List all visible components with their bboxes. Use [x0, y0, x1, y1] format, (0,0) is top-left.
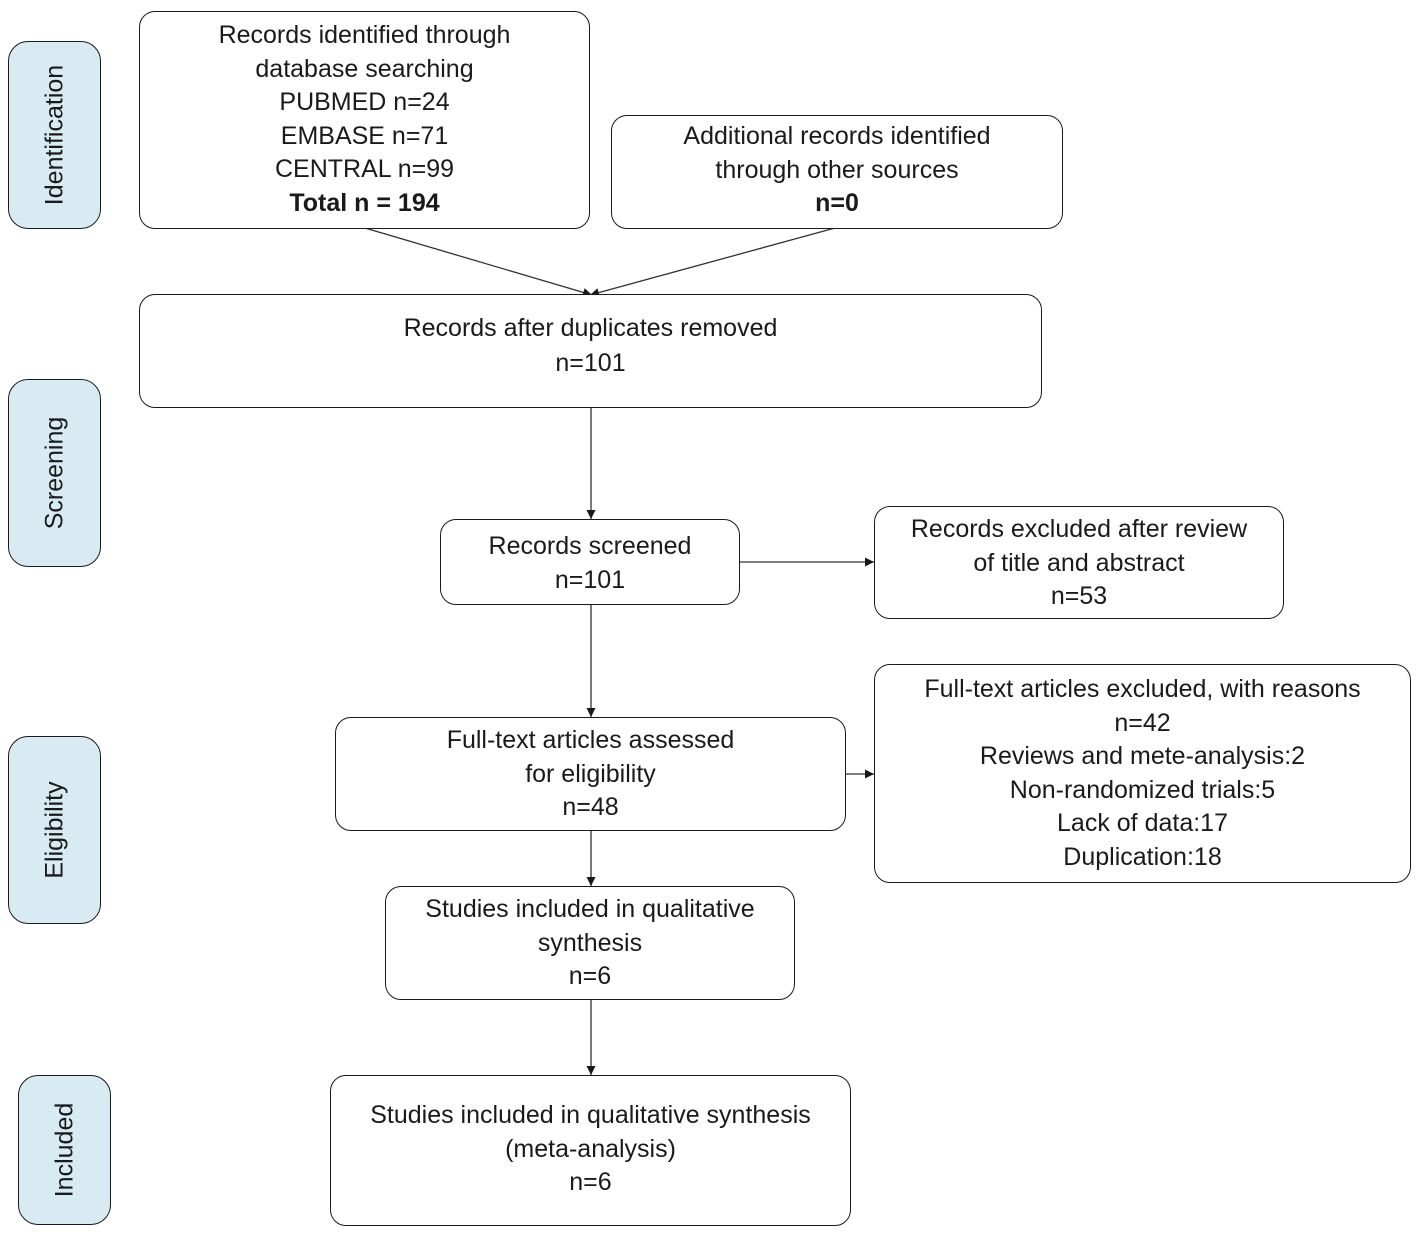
meta-analysis-line1: Studies included in qualitative synthesi… — [370, 1101, 811, 1129]
qualitative-synthesis-line2: synthesis — [537, 928, 643, 957]
stage-included: Included — [18, 1075, 111, 1225]
stage-included-label: Included — [50, 1102, 78, 1198]
fulltext-assessed-box: Full-text articles assessed for eligibil… — [335, 717, 846, 831]
duplicates-removed-box: Records after duplicates removed n=101 — [139, 294, 1042, 408]
stage-identification-label: Identification — [40, 64, 68, 206]
central-count: CENTRAL n=99 — [274, 155, 455, 183]
arrow-database-to-duplicates — [364, 227, 593, 297]
qualitative-synthesis-count: n=6 — [568, 962, 612, 990]
records-screened-count: n=101 — [554, 565, 626, 594]
exclusion-reason-nonrandomized: Non-randomized trials:5 — [1009, 775, 1276, 804]
qualitative-synthesis-box: Studies included in qualitative synthesi… — [385, 886, 795, 1000]
excluded-title-abstract-box: Records excluded after review of title a… — [874, 506, 1284, 619]
excluded-title-abstract-line1: Records excluded after review — [910, 515, 1248, 543]
meta-analysis-line2: (meta-analysis) — [505, 1134, 676, 1163]
other-sources-count: n=0 — [815, 189, 859, 217]
exclusion-reason-duplication: Duplication:18 — [1063, 842, 1222, 871]
qualitative-synthesis-line1: Studies included in qualitative — [425, 895, 755, 923]
meta-analysis-box: Studies included in qualitative synthesi… — [330, 1075, 851, 1226]
fulltext-excluded-box: Full-text articles excluded, with reason… — [874, 664, 1411, 883]
records-screened-box: Records screened n=101 — [440, 519, 740, 605]
other-sources-box: Additional records identified through ot… — [611, 115, 1063, 229]
other-sources-line1: Additional records identified — [683, 122, 991, 150]
fulltext-assessed-line2: for eligibility — [525, 759, 656, 788]
database-search-line1: Records identified through — [218, 21, 511, 49]
pubmed-count: PUBMED n=24 — [279, 88, 450, 116]
fulltext-assessed-count: n=48 — [562, 793, 619, 821]
total-count: Total n = 194 — [289, 188, 440, 217]
excluded-title-abstract-line2: of title and abstract — [973, 548, 1185, 577]
excluded-title-abstract-count: n=53 — [1050, 582, 1108, 610]
duplicates-removed-count: n=101 — [555, 349, 626, 377]
database-search-line2: database searching — [255, 54, 474, 83]
embase-count: EMBASE n=71 — [280, 121, 449, 150]
stage-screening: Screening — [8, 379, 101, 567]
arrow-other-to-duplicates — [589, 227, 836, 297]
exclusion-reason-reviews: Reviews and mete-analysis:2 — [979, 742, 1306, 770]
other-sources-line2: through other sources — [715, 155, 959, 184]
stage-identification: Identification — [8, 41, 101, 229]
exclusion-reason-lack-of-data: Lack of data:17 — [1057, 809, 1228, 837]
records-screened-label: Records screened — [488, 532, 692, 560]
fulltext-excluded-line1: Full-text articles excluded, with reason… — [924, 675, 1361, 703]
meta-analysis-count: n=6 — [569, 1168, 612, 1196]
stage-screening-label: Screening — [40, 416, 68, 530]
fulltext-excluded-count: n=42 — [1114, 708, 1171, 737]
fulltext-assessed-line1: Full-text articles assessed — [446, 726, 735, 754]
duplicates-removed-label: Records after duplicates removed — [403, 314, 778, 342]
database-search-box: Records identified through database sear… — [139, 11, 590, 229]
stage-eligibility: Eligibility — [8, 736, 101, 924]
stage-eligibility-label: Eligibility — [40, 781, 68, 879]
